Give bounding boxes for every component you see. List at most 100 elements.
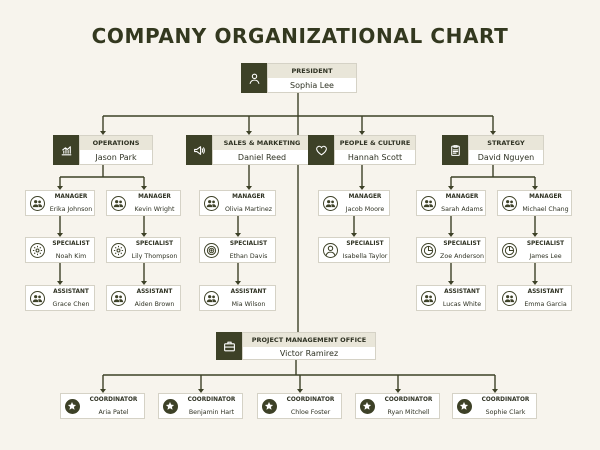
arrow-head: [246, 131, 252, 135]
chart-icon: [53, 135, 79, 165]
node-name: Victor Ramirez: [243, 347, 375, 359]
node-name: Jason Park: [80, 150, 152, 164]
arrow-head: [246, 186, 252, 190]
arrow-head: [141, 281, 147, 285]
node-role: MANAGER: [439, 191, 485, 203]
node-name: Benjamin Hart: [181, 406, 242, 418]
arrow-head: [532, 233, 538, 237]
node-role: ASSISTANT: [520, 286, 571, 298]
node-role: PRESIDENT: [268, 64, 356, 78]
node-role: COORDINATOR: [378, 394, 439, 406]
arrow-head: [448, 281, 454, 285]
node-role: COORDINATOR: [280, 394, 341, 406]
star-icon: [258, 394, 280, 418]
users-icon: [417, 286, 439, 310]
node-name: Daniel Reed: [213, 150, 311, 164]
star-icon: [159, 394, 181, 418]
node-name: Chloe Foster: [280, 406, 341, 418]
node-role: PEOPLE & CULTURE: [335, 136, 415, 150]
node-role: ASSISTANT: [439, 286, 485, 298]
node-role: MANAGER: [48, 191, 94, 203]
node-name: Erika Johnson: [48, 203, 94, 215]
arrow-head: [198, 389, 204, 393]
briefcase-icon: [216, 332, 242, 360]
pie-icon: [498, 238, 520, 262]
node-name: Sophia Lee: [268, 78, 356, 92]
node-name: Aria Patel: [83, 406, 144, 418]
arrow-head: [359, 186, 365, 190]
node-role: SPECIALIST: [48, 238, 94, 250]
arrow-head: [448, 186, 454, 190]
arrow-head: [532, 186, 538, 190]
arrow-head: [141, 186, 147, 190]
node-name: Lucas White: [439, 298, 485, 310]
users-icon: [26, 191, 48, 215]
node-role: COORDINATOR: [181, 394, 242, 406]
node-role: ASSISTANT: [222, 286, 275, 298]
clipboard-icon: [442, 135, 468, 165]
node-name: Sarah Adams: [439, 203, 485, 215]
star-icon: [356, 394, 378, 418]
node-name: Ryan Mitchell: [378, 406, 439, 418]
target-icon: [200, 238, 222, 262]
arrow-head: [492, 389, 498, 393]
node-name: Olivia Martinez: [222, 203, 275, 215]
arrow-head: [141, 233, 147, 237]
arrow-head: [490, 131, 496, 135]
node-role: ASSISTANT: [48, 286, 94, 298]
node-name: Lily Thompson: [129, 250, 180, 262]
users-icon: [107, 191, 129, 215]
node-name: Jacob Moore: [341, 203, 389, 215]
node-role: COORDINATOR: [83, 394, 144, 406]
chart-title: COMPANY ORGANIZATIONAL CHART: [91, 24, 509, 48]
node-role: SPECIALIST: [222, 238, 275, 250]
node-role: MANAGER: [129, 191, 180, 203]
node-role: STRATEGY: [469, 136, 543, 150]
node-name: Mia Wilson: [222, 298, 275, 310]
arrow-head: [57, 233, 63, 237]
heart-icon: [308, 135, 334, 165]
node-name: Isabella Taylor: [341, 250, 389, 262]
arrow-head: [57, 281, 63, 285]
node-role: COORDINATOR: [475, 394, 536, 406]
users-icon: [417, 191, 439, 215]
arrow-head: [235, 281, 241, 285]
node-role: SPECIALIST: [341, 238, 389, 250]
users-icon: [107, 286, 129, 310]
node-name: James Lee: [520, 250, 571, 262]
pie-icon: [417, 238, 439, 262]
node-name: Noah Kim: [48, 250, 94, 262]
arrow-head: [359, 131, 365, 135]
megaphone-icon: [186, 135, 212, 165]
